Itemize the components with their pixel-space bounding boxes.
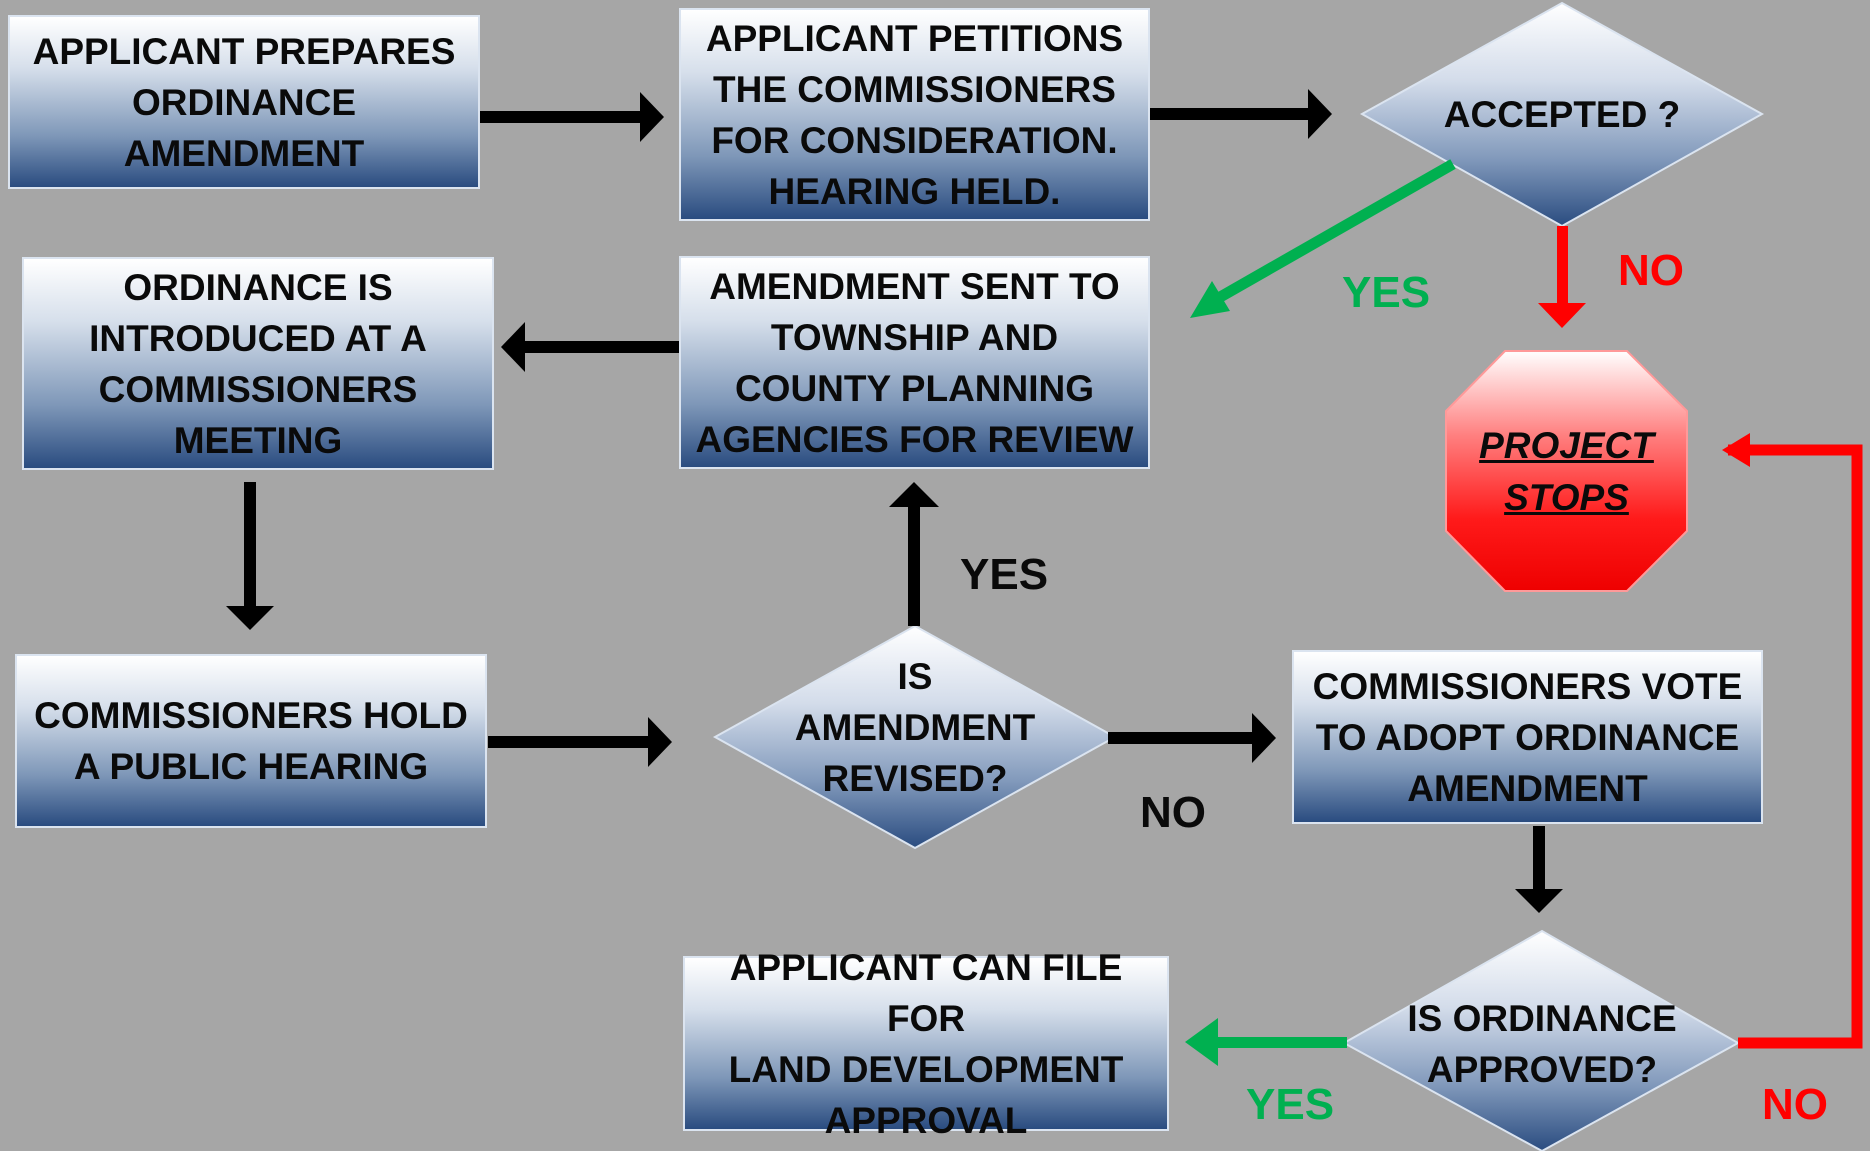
no-arrows bbox=[1538, 226, 1863, 1049]
arrow-sent-to-introduced bbox=[520, 341, 685, 353]
project-stops-label: PROJECT STOPS bbox=[1479, 425, 1654, 518]
flow-arrows bbox=[226, 89, 1563, 913]
decision-approved-shape bbox=[1341, 929, 1741, 1151]
decision-revised-shape bbox=[712, 624, 1118, 850]
label-approved-yes: YES bbox=[1246, 1080, 1335, 1129]
label-accepted-no: NO bbox=[1618, 246, 1684, 295]
arrow-vote-to-approved bbox=[1533, 826, 1545, 906]
decision-approved-label: IS ORDINANCE APPROVED? bbox=[1407, 998, 1677, 1090]
decision-revised-label: IS AMENDMENT REVISED? bbox=[794, 655, 1036, 799]
arrow-revised-yes-to-sent bbox=[908, 502, 920, 626]
decision-accepted-label: ACCEPTED ? bbox=[1443, 93, 1681, 135]
arrow-approved-yes bbox=[1215, 1037, 1347, 1048]
step-file-land-development: APPLICANT CAN FILE FOR LAND DEVELOPMENT … bbox=[683, 947, 1169, 1141]
label-revised-no: NO bbox=[1140, 788, 1206, 837]
yes-arrows bbox=[1185, 159, 1456, 1066]
arrow-accepted-yes bbox=[1212, 159, 1456, 305]
step-petition-commissioners: APPLICANT PETITIONS THE COMMISSIONERS FO… bbox=[679, 8, 1150, 221]
arrow-hearing-to-revised bbox=[488, 736, 653, 748]
step-sent-for-review: AMENDMENT SENT TO TOWNSHIP AND COUNTY PL… bbox=[679, 256, 1150, 469]
step-commissioners-vote: COMMISSIONERS VOTE TO ADOPT ORDINANCE AM… bbox=[1292, 650, 1763, 824]
stop-sign-icon bbox=[1445, 350, 1688, 592]
arrow-introduced-to-hearing bbox=[244, 482, 256, 612]
label-accepted-yes: YES bbox=[1342, 268, 1431, 317]
arrow-approved-no bbox=[1728, 444, 1863, 1049]
arrow-petition-to-accepted bbox=[1150, 108, 1315, 120]
step-ordinance-introduced: ORDINANCE IS INTRODUCED AT A COMMISSIONE… bbox=[22, 257, 494, 470]
arrow-prepare-to-petition bbox=[480, 111, 645, 123]
label-approved-no: NO bbox=[1762, 1080, 1828, 1129]
label-revised-yes: YES bbox=[960, 550, 1049, 599]
step-public-hearing: COMMISSIONERS HOLD A PUBLIC HEARING bbox=[15, 654, 487, 828]
arrow-accepted-no bbox=[1557, 226, 1568, 306]
step-prepare-amendment: APPLICANT PREPARES ORDINANCE AMENDMENT bbox=[8, 15, 480, 189]
arrow-revised-no-to-vote bbox=[1108, 732, 1258, 744]
